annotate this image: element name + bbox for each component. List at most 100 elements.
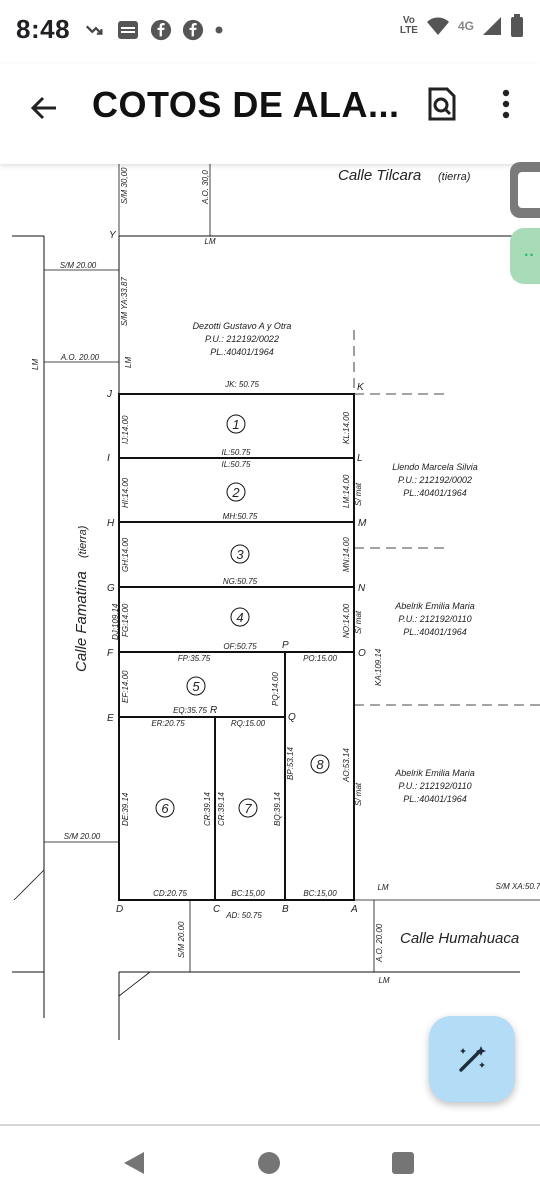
- street-name-left: Calle Famatina: [73, 571, 90, 672]
- measure: A.O. 20.00: [60, 353, 100, 362]
- point-label: N: [358, 583, 366, 594]
- network-type: 4G: [457, 19, 474, 33]
- lot-number: 3: [236, 547, 244, 562]
- status-notification-icons: [84, 18, 224, 42]
- measure: DE:39.14: [121, 792, 130, 826]
- edit-fab-button[interactable]: [429, 1016, 515, 1102]
- point-label: D: [116, 904, 123, 915]
- owner-pl: PL.:40401/1964: [403, 627, 467, 637]
- owner-name: Dezotti Gustavo A y Otra: [193, 321, 292, 331]
- measure: NO:14.00: [342, 603, 351, 638]
- measure: S/ mat: [354, 482, 363, 506]
- measure: GH:14.00: [121, 537, 130, 572]
- measure: AD: 50.75: [225, 911, 262, 920]
- point-label: J: [106, 389, 113, 400]
- measure: ER:20.75: [151, 719, 185, 728]
- measure: RQ:15.00: [231, 719, 266, 728]
- measure: PQ:14.00: [271, 672, 280, 706]
- nav-home-icon[interactable]: [258, 1152, 280, 1174]
- owner-name: Abelrik Emilia Maria: [394, 601, 475, 611]
- measure: HI:14.00: [121, 477, 130, 508]
- ellipsis-icon: ··: [524, 247, 535, 264]
- measure: LM: [124, 357, 133, 368]
- measure: KA:109.14: [374, 648, 383, 686]
- page-title: COTOS DE ALA...: [92, 84, 400, 125]
- dot-icon: [215, 26, 223, 34]
- more-options-button[interactable]: [486, 82, 526, 126]
- street-note-left: (tierra): [77, 525, 89, 558]
- measure: LM: [378, 976, 389, 985]
- measure: S/M 20.00: [177, 921, 186, 958]
- point-label: E: [107, 713, 114, 724]
- owner-pl: PL.:40401/1964: [403, 794, 467, 804]
- measure: MN:14.00: [342, 537, 351, 572]
- owner-pu: P.U.: 212192/0022: [205, 334, 279, 344]
- measure: A.O. 30,0: [201, 170, 210, 205]
- measure: IL:50.75: [222, 448, 251, 457]
- measure: EF:14.00: [121, 670, 130, 703]
- nav-recents-icon[interactable]: [392, 1152, 414, 1174]
- measure: NG:50.75: [223, 577, 258, 586]
- side-tool-tab[interactable]: [510, 162, 540, 218]
- lot-number: 8: [316, 757, 324, 772]
- street-name-top: Calle Tilcara: [338, 167, 421, 184]
- measure: KL:14.00: [342, 411, 351, 444]
- point-label: K: [357, 382, 365, 393]
- measure: OF:50.75: [223, 642, 257, 651]
- measure: CR:39.14: [217, 792, 226, 826]
- document-search-icon: [428, 87, 456, 121]
- back-arrow-icon: [30, 96, 56, 120]
- back-button[interactable]: [22, 86, 66, 130]
- measure: FG:14.00: [121, 603, 130, 637]
- measure: S/M 20.00: [60, 261, 97, 270]
- wifi-icon: [426, 17, 449, 35]
- signal-icon: [483, 17, 501, 35]
- measure: A.O. 20.00: [375, 923, 384, 963]
- point-label: L: [357, 453, 363, 464]
- status-time: 8:48: [16, 14, 71, 44]
- measure: JK: 50.75: [224, 380, 259, 389]
- app-bar: COTOS DE ALA...: [0, 64, 540, 164]
- owner-pl: PL.:40401/1964: [210, 347, 274, 357]
- point-label: F: [107, 648, 114, 659]
- street-note-top: (tierra): [438, 171, 471, 183]
- lot-number: 1: [232, 417, 239, 432]
- measure: S/M 20.00: [64, 832, 101, 841]
- volte-label-top: Vo: [402, 15, 415, 26]
- owner-pu: P.U.: 212192/0110: [398, 781, 471, 791]
- owner-pu: P.U.: 212192/0110: [398, 614, 471, 624]
- point-label: G: [107, 583, 115, 594]
- measure: LM:14.00: [342, 474, 351, 508]
- measure: CR:39.14: [203, 792, 212, 826]
- measure: IJ:14.00: [121, 415, 130, 444]
- measure: FP:35.75: [178, 654, 211, 663]
- status-bar: 8:48 Vo LTE 4G: [0, 0, 540, 64]
- measure: BC:15,00: [303, 889, 337, 898]
- volte-label-bottom: LTE: [399, 25, 418, 36]
- measure: S/M 30,00: [120, 167, 129, 204]
- search-in-document-button[interactable]: [418, 80, 466, 128]
- status-system-icons: Vo LTE 4G: [400, 14, 524, 38]
- measure: EQ:35.75: [173, 706, 207, 715]
- volte-label: Vo LTE: [400, 16, 418, 36]
- point-label: P: [282, 640, 289, 651]
- measure: S/ mat: [354, 782, 363, 806]
- measure: S/M YA:33.87: [120, 277, 129, 326]
- news-app-icon: [118, 21, 138, 39]
- nav-back-icon[interactable]: [122, 1150, 146, 1176]
- measure: BC:15,00: [231, 889, 265, 898]
- measure: AO:53.14: [342, 748, 351, 783]
- magic-wand-icon: [459, 1046, 486, 1072]
- lot-number: 7: [244, 801, 252, 816]
- document-viewer[interactable]: 1 2 3 4 5 6 7 8 Calle Tilcara (tierra) C…: [0, 164, 540, 1124]
- lot-number: 5: [192, 679, 200, 694]
- point-label: C: [213, 904, 221, 915]
- lot-number: 2: [231, 485, 240, 500]
- side-chat-tab[interactable]: ··: [510, 228, 540, 284]
- lot-number: 4: [236, 610, 243, 625]
- facebook-icon: [150, 19, 172, 41]
- measure: LM: [377, 883, 388, 892]
- system-nav-bar: [0, 1126, 540, 1200]
- measure: BP:53.14: [286, 747, 295, 780]
- point-label: B: [282, 904, 289, 915]
